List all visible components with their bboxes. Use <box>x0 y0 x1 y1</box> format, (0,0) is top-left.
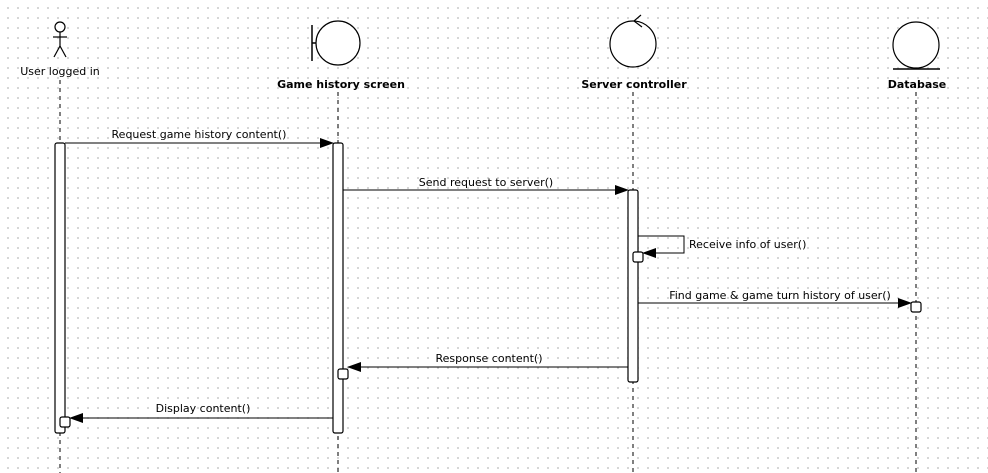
activation-user <box>54 142 66 434</box>
control-icon <box>609 14 657 68</box>
message-label-6: Display content() <box>156 402 251 415</box>
activation-user-return <box>59 416 71 428</box>
activation-database <box>910 301 922 313</box>
participant-database-label: Database <box>888 78 947 91</box>
activation-controller-self <box>632 251 644 263</box>
participant-controller-label: Server controller <box>581 78 687 91</box>
message-label-5: Response content() <box>435 352 542 365</box>
message-label-1: Request game history content() <box>112 128 287 141</box>
activation-screen-return <box>337 368 349 380</box>
message-label-3: Receive info of user() <box>689 238 806 251</box>
entity-icon <box>892 21 940 70</box>
participant-user-label: User logged in <box>20 65 100 78</box>
participant-screen-label: Game history screen <box>277 78 405 91</box>
activation-controller <box>627 189 639 383</box>
boundary-icon <box>311 20 361 66</box>
message-arrow-3 <box>638 235 685 258</box>
actor-icon <box>53 21 67 58</box>
message-label-4: Find game & game turn history of user() <box>669 289 891 302</box>
message-label-2: Send request to server() <box>419 176 553 189</box>
activation-screen <box>332 142 344 434</box>
